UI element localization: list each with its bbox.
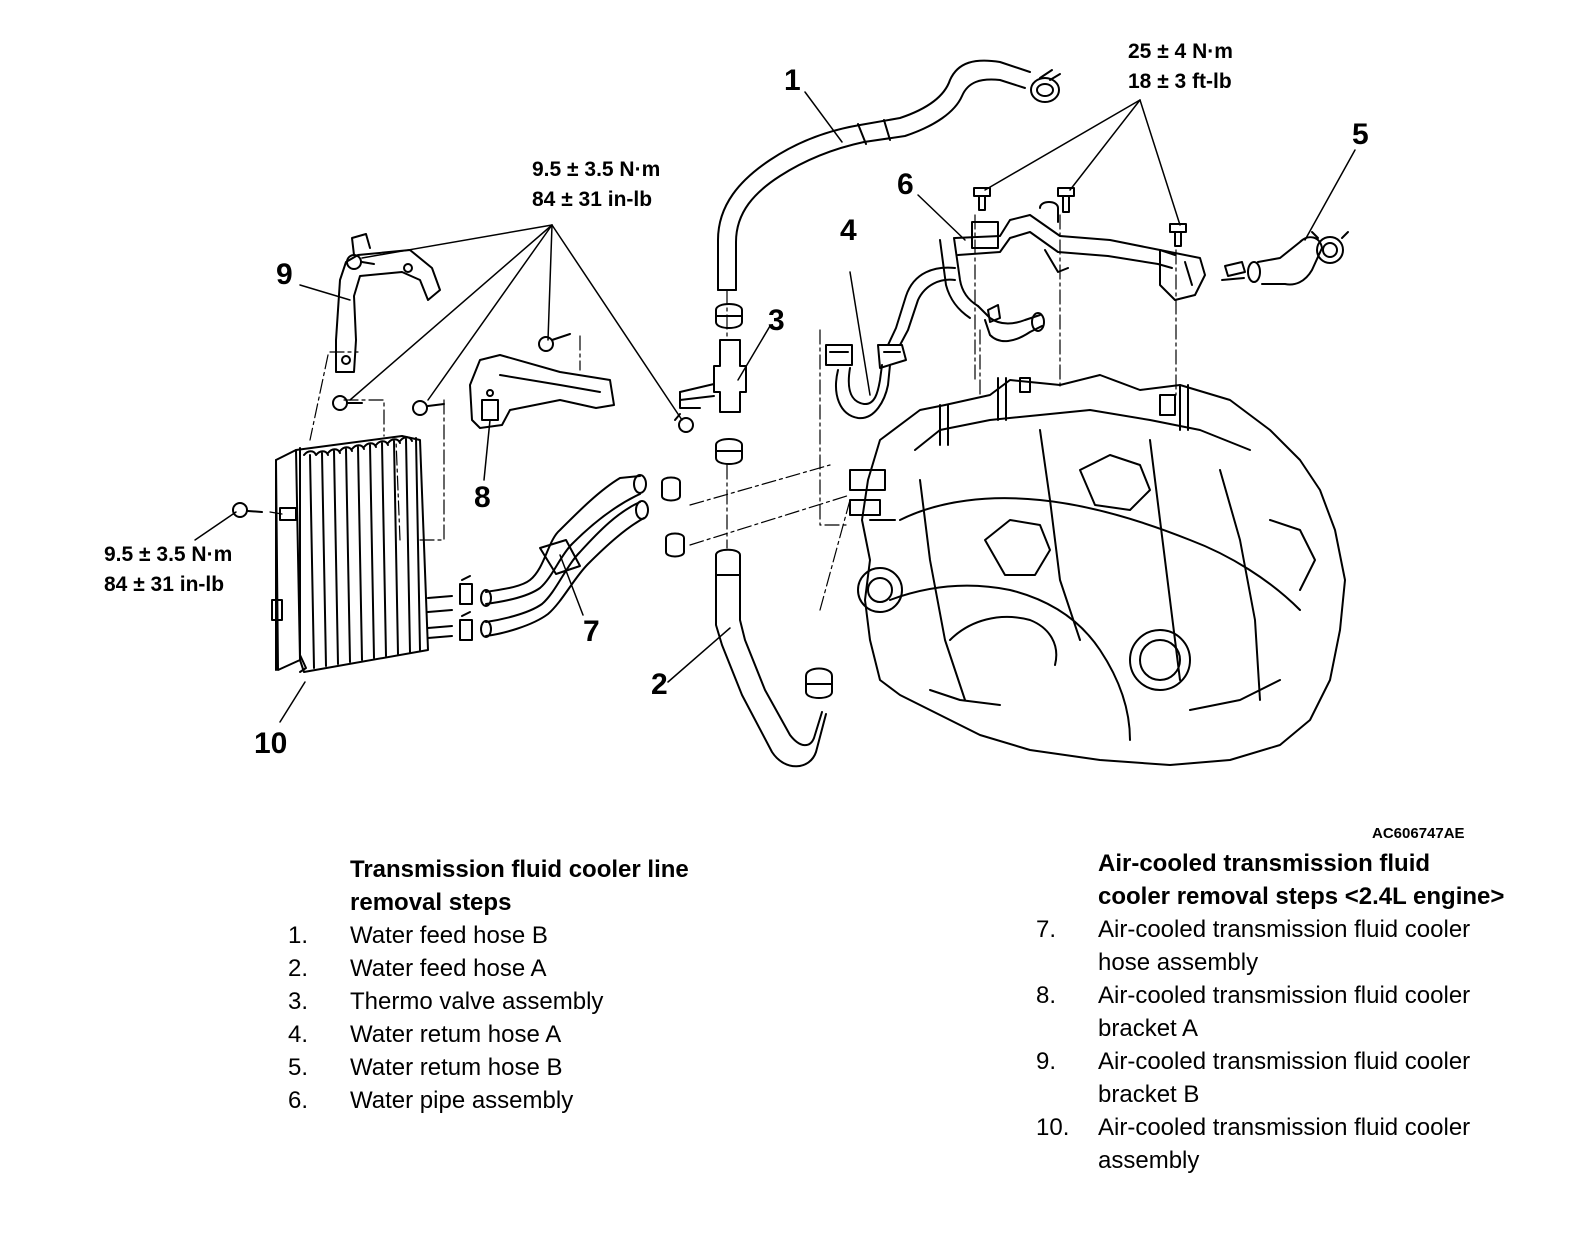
list-item: 6. Water pipe assembly (288, 1084, 768, 1117)
step-number: 1. (288, 922, 309, 949)
step-number: 2. (288, 955, 309, 982)
step-text: Water feed hose B (350, 922, 548, 949)
step-number: 7. (1036, 916, 1057, 943)
torque-metric: 9.5 ± 3.5 N·m (532, 158, 661, 181)
bracket-bolts (232, 254, 571, 518)
torque-imperial: 84 ± 31 in-lb (532, 188, 653, 211)
callout-5: 5 (1352, 118, 1369, 151)
callout-3: 3 (768, 304, 785, 337)
step-text: Air-cooled transmission fluid cooler ass… (1098, 1114, 1471, 1174)
fluid-cooler-core (271, 435, 453, 673)
step-text: Thermo valve assembly (350, 988, 604, 1015)
torque-spec-top-center: 9.5 ± 3.5 N·m 84 ± 31 in-lb (532, 155, 660, 215)
step-text: Air-cooled transmission fluid cooler hos… (1098, 916, 1471, 976)
callout-leaders (194, 91, 1356, 723)
thermo-valve-assembly (674, 303, 747, 465)
cooler-bracket-b (335, 233, 441, 373)
step-number: 10. (1036, 1114, 1070, 1141)
alignment-lines (269, 214, 1177, 611)
step-text: Air-cooled transmission fluid cooler bra… (1098, 982, 1471, 1042)
step-number: 9. (1036, 1048, 1057, 1075)
torque-spec-top-right: 25 ± 4 N·m 18 ± 3 ft-lb (1128, 37, 1233, 97)
section-title: Transmission fluid cooler line removal s… (350, 856, 689, 916)
step-text: Water pipe assembly (350, 1087, 574, 1114)
callout-9: 9 (276, 258, 293, 291)
step-text: Water feed hose A (350, 955, 547, 982)
water-feed-hose-a (715, 548, 833, 768)
callout-2: 2 (651, 668, 668, 701)
list-item: 5. Water retum hose B (288, 1051, 768, 1084)
torque-imperial: 84 ± 31 in-lb (104, 573, 225, 596)
torque-imperial: 18 ± 3 ft-lb (1128, 70, 1232, 93)
water-return-hose-b (1221, 231, 1349, 286)
step-number: 8. (1036, 982, 1057, 1009)
callout-7: 7 (583, 615, 600, 648)
figure-code: AC606747AE (1372, 825, 1465, 842)
list-item: 1. Water feed hose B (288, 919, 768, 952)
section-title: Air-cooled transmission fluid cooler rem… (1098, 850, 1505, 910)
cooler-hose-assembly (480, 474, 649, 638)
pipe-mount-bolts (973, 187, 1187, 247)
step-text: Air-cooled transmission fluid cooler bra… (1098, 1048, 1471, 1108)
cooler-bracket-a (469, 354, 615, 429)
torque-metric: 25 ± 4 N·m (1128, 40, 1233, 63)
list-item: 10. Air-cooled transmission fluid cooler … (1036, 1111, 1506, 1177)
callout-10: 10 (254, 727, 288, 760)
torque-metric: 9.5 ± 3.5 N·m (104, 543, 233, 566)
step-number: 3. (288, 988, 309, 1015)
step-number: 6. (288, 1087, 309, 1114)
list-item: 8. Air-cooled transmission fluid cooler b… (1036, 979, 1506, 1045)
list-item: 3. Thermo valve assembly (288, 985, 768, 1018)
list-item: 4. Water retum hose A (288, 1018, 768, 1051)
step-number: 4. (288, 1021, 309, 1048)
callout-4: 4 (840, 214, 857, 247)
list-item: 2. Water feed hose A (288, 952, 768, 985)
steps-list: 1.Water feed hose B 2.Water feed hose A … (288, 919, 768, 1117)
air-cooled-cooler-removal-steps: Air-cooled transmission fluid cooler rem… (1036, 847, 1506, 1177)
callout-1: 1 (784, 64, 801, 97)
callout-8: 8 (474, 481, 491, 514)
step-text: Water retum hose B (350, 1054, 563, 1081)
transmission-case (849, 374, 1346, 766)
step-text: Water retum hose A (350, 1021, 562, 1048)
cooler-line-removal-steps: Transmission fluid cooler line removal s… (288, 853, 768, 1117)
steps-list: 7. Air-cooled transmission fluid cooler h… (1036, 913, 1506, 1177)
list-item: 9. Air-cooled transmission fluid cooler b… (1036, 1045, 1506, 1111)
water-feed-hose-b (717, 59, 1061, 291)
step-number: 5. (288, 1054, 309, 1081)
callout-6: 6 (897, 168, 914, 201)
water-return-hose-a (825, 266, 956, 420)
list-item: 7. Air-cooled transmission fluid cooler h… (1036, 913, 1506, 979)
torque-spec-left: 9.5 ± 3.5 N·m 84 ± 31 in-lb (104, 540, 232, 600)
exploded-view-diagram (194, 59, 1356, 768)
water-pipe-assembly (939, 201, 1206, 343)
cooler-hose-clamps (459, 476, 685, 641)
